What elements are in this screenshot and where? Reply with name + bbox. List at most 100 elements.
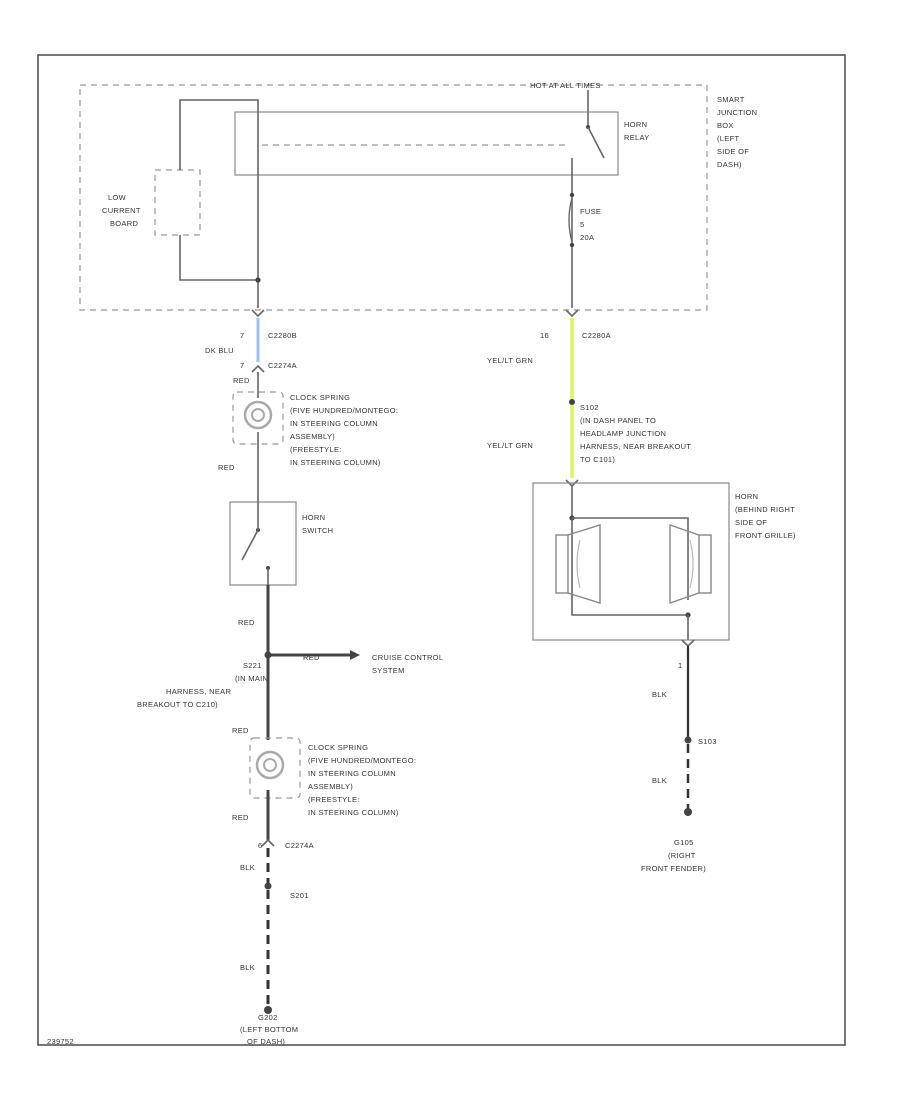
svg-text:FUSE: FUSE [580, 207, 601, 216]
svg-text:5: 5 [580, 220, 584, 229]
lcb-top-wire [179, 99, 259, 170]
diagram-code: 239752 [47, 1037, 74, 1046]
svg-text:LOW: LOW [108, 193, 127, 202]
svg-text:IN STEERING COLUMN: IN STEERING COLUMN [308, 769, 396, 778]
svg-text:S221: S221 [243, 661, 262, 670]
svg-text:SMART: SMART [717, 95, 745, 104]
sjb-label: SMART JUNCTION BOX (LEFT SIDE OF DASH) [717, 95, 757, 169]
svg-text:CLOCK SPRING: CLOCK SPRING [290, 393, 350, 402]
svg-text:(BEHIND RIGHT: (BEHIND RIGHT [735, 505, 795, 514]
horn-ground-connector-symbol [681, 639, 695, 648]
svg-text:HORN: HORN [302, 513, 325, 522]
svg-text:(FREESTYLE:: (FREESTYLE: [308, 795, 360, 804]
ground-g105-label: G105 (RIGHT FRONT FENDER) [641, 838, 706, 873]
yel-lt-grn-wire-2-label: YEL/LT GRN [487, 441, 533, 450]
low-current-board-label: LOW CURRENT BOARD [102, 193, 141, 228]
red-wire-1-label: RED [233, 376, 250, 385]
svg-text:G202: G202 [258, 1013, 278, 1022]
svg-text:RELAY: RELAY [624, 133, 650, 142]
svg-text:CLOCK SPRING: CLOCK SPRING [308, 743, 368, 752]
horn-label: HORN (BEHIND RIGHT SIDE OF FRONT GRILLE) [735, 492, 796, 540]
diagram-frame [37, 54, 846, 1046]
lcb-bottom-wire [179, 235, 258, 281]
svg-text:IN STEERING COLUMN): IN STEERING COLUMN) [308, 808, 399, 817]
svg-text:IN STEERING COLUMN): IN STEERING COLUMN) [290, 458, 381, 467]
fuse-label: FUSE 5 20A [580, 207, 601, 242]
red-wire-2-label: RED [218, 463, 235, 472]
svg-text:HARNESS, NEAR: HARNESS, NEAR [166, 687, 231, 696]
red-wire-3-label: RED [238, 618, 255, 627]
yel-lt-grn-wire-1-label: YEL/LT GRN [487, 356, 533, 365]
svg-text:BREAKOUT TO C210): BREAKOUT TO C210) [137, 700, 218, 709]
svg-text:CURRENT: CURRENT [102, 206, 141, 215]
c2274a-2-label: C2274A [285, 841, 314, 850]
c2274a-label: C2274A [268, 361, 297, 370]
blk-wire-right-1-label: BLK [652, 690, 667, 699]
horn-pin: 1 [678, 661, 682, 670]
horn-switch-box [229, 501, 297, 586]
svg-text:BOX: BOX [717, 121, 734, 130]
horn-relay-box [234, 111, 619, 176]
c2274a-pin: 7 [240, 361, 244, 370]
svg-text:OF DASH): OF DASH) [247, 1037, 285, 1046]
c2280a-label: C2280A [582, 331, 611, 340]
c2274a-2-pin: 6 [258, 841, 262, 850]
svg-text:(IN DASH PANEL TO: (IN DASH PANEL TO [580, 416, 656, 425]
splice-s201 [264, 882, 272, 890]
c2274a-connector-symbol [251, 364, 265, 373]
clock-spring-2-icon [255, 750, 285, 780]
sjb-internal-junction [255, 277, 261, 283]
clock-spring-1-label: CLOCK SPRING (FIVE HUNDRED/MONTEGO: IN S… [290, 393, 398, 467]
splice-s102 [569, 399, 575, 405]
hot-at-all-times-label: HOT AT ALL TIMES [530, 81, 601, 90]
c2280b-pin: 7 [240, 331, 244, 340]
smart-junction-box-outline [79, 84, 708, 311]
svg-text:BOARD: BOARD [110, 219, 138, 228]
red-wire-4-label: RED [232, 726, 249, 735]
horn-bottom-bus [571, 518, 688, 616]
c2280a-pin: 16 [540, 331, 549, 340]
ground-g202-label: G202 (LEFT BOTTOM OF DASH) [240, 1013, 298, 1046]
cruise-arrow-icon [350, 650, 360, 660]
relay-switch-arm [587, 126, 605, 159]
splice-s102-label: S102 (IN DASH PANEL TO HEADLAMP JUNCTION… [580, 403, 691, 464]
svg-text:(LEFT: (LEFT [717, 134, 739, 143]
red-branch-label: RED [303, 653, 320, 662]
c2280b-connector-symbol [251, 309, 265, 318]
cruise-control-label: CRUISE CONTROL SYSTEM [372, 653, 443, 675]
ground-g105-icon [684, 808, 692, 816]
horn-speaker-right-icon [669, 524, 712, 604]
svg-text:20A: 20A [580, 233, 594, 242]
splice-s221-label: S221 (IN MAIN HARNESS, NEAR BREAKOUT TO … [137, 661, 268, 709]
svg-text:SWITCH: SWITCH [302, 526, 333, 535]
horn-speaker-left-icon [555, 524, 601, 604]
svg-text:HEADLAMP JUNCTION: HEADLAMP JUNCTION [580, 429, 666, 438]
blk-wire-right-2-label: BLK [652, 776, 667, 785]
svg-text:HORN: HORN [624, 120, 647, 129]
svg-text:(RIGHT: (RIGHT [668, 851, 696, 860]
svg-text:JUNCTION: JUNCTION [717, 108, 757, 117]
svg-text:S102: S102 [580, 403, 599, 412]
clock-spring-1-core [251, 408, 265, 422]
low-current-board [154, 169, 201, 236]
svg-text:FRONT GRILLE): FRONT GRILLE) [735, 531, 796, 540]
clock-spring-2-core [263, 758, 277, 772]
blk-wire-2-label: BLK [240, 963, 255, 972]
svg-text:SYSTEM: SYSTEM [372, 666, 405, 675]
svg-text:ASSEMBLY): ASSEMBLY) [290, 432, 335, 441]
svg-text:TO C101): TO C101) [580, 455, 615, 464]
horn-switch-contact [241, 529, 259, 561]
svg-text:(LEFT BOTTOM: (LEFT BOTTOM [240, 1025, 298, 1034]
svg-text:(FIVE HUNDRED/MONTEGO:: (FIVE HUNDRED/MONTEGO: [308, 756, 416, 765]
c2280a-connector-symbol [565, 309, 579, 318]
splice-s103 [684, 736, 692, 744]
splice-s103-label: S103 [698, 737, 717, 746]
svg-text:HARNESS, NEAR BREAKOUT: HARNESS, NEAR BREAKOUT [580, 442, 691, 451]
svg-text:IN STEERING COLUMN: IN STEERING COLUMN [290, 419, 378, 428]
clock-spring-1-box [232, 391, 284, 445]
svg-text:(FIVE HUNDRED/MONTEGO:: (FIVE HUNDRED/MONTEGO: [290, 406, 398, 415]
c2274a-2-connector-symbol [261, 838, 275, 847]
splice-s201-label: S201 [290, 891, 309, 900]
svg-text:SIDE OF: SIDE OF [717, 147, 749, 156]
red-wire-5-label: RED [232, 813, 249, 822]
